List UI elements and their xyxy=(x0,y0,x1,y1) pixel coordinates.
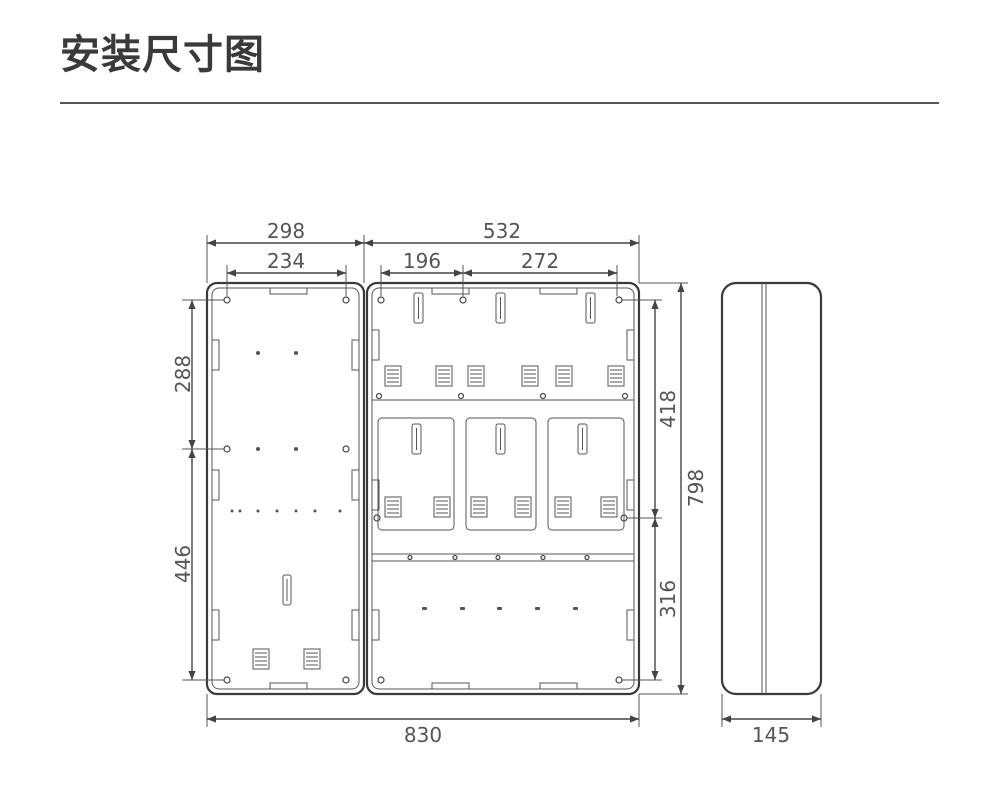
dim-label-right-seg-1: 196 xyxy=(403,249,441,273)
dimension-lines xyxy=(182,235,822,727)
dim-label-left-inner-width: 234 xyxy=(267,249,305,273)
dim-label-left-upper-height: 288 xyxy=(171,355,195,393)
left-enclosure xyxy=(205,281,366,696)
title-divider xyxy=(60,102,939,104)
mounting-hole xyxy=(373,514,381,522)
dim-label-total-height: 798 xyxy=(684,469,708,507)
dim-label-right-seg-2: 272 xyxy=(521,249,559,273)
mounting-hole xyxy=(342,296,350,304)
dim-label-right-upper-height: 418 xyxy=(656,390,680,428)
mounting-hole xyxy=(377,296,385,304)
dim-label-right-width: 532 xyxy=(483,219,521,243)
dim-label-depth: 145 xyxy=(752,723,790,747)
page-title: 安装尺寸图 xyxy=(60,32,265,78)
mounting-hole xyxy=(223,445,231,453)
mounting-hole xyxy=(615,676,623,684)
dim-label-right-lower-height: 316 xyxy=(656,580,680,618)
right-enclosure xyxy=(365,281,641,696)
mounting-hole xyxy=(223,296,231,304)
mounting-hole xyxy=(459,296,467,304)
dim-label-left-width: 298 xyxy=(267,219,305,243)
mounting-hole xyxy=(342,445,350,453)
mounting-hole xyxy=(342,676,350,684)
mounting-hole xyxy=(223,676,231,684)
mounting-hole xyxy=(615,296,623,304)
side-view xyxy=(720,281,823,696)
mounting-hole xyxy=(377,676,385,684)
dim-label-left-lower-height: 446 xyxy=(171,545,195,583)
dim-label-total-width: 830 xyxy=(404,723,442,747)
